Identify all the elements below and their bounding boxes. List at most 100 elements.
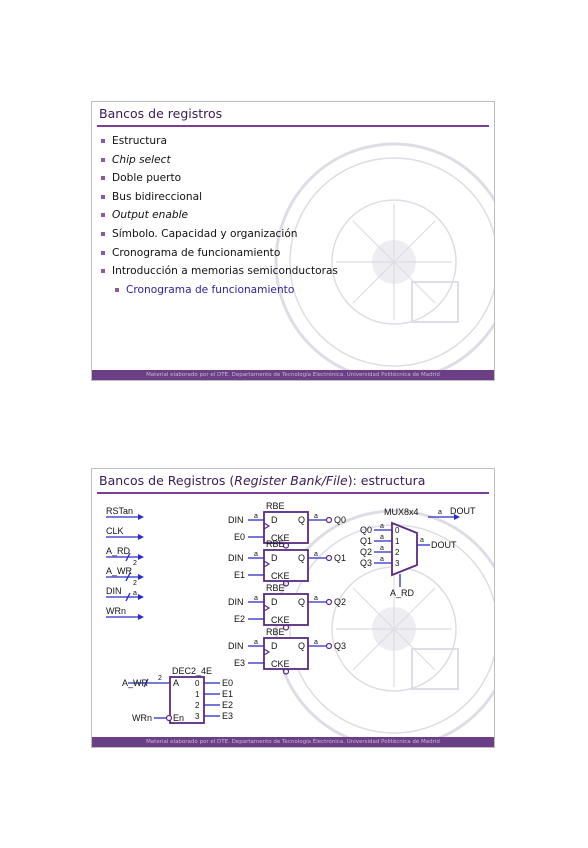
register-pin-cke: CKE [271, 571, 290, 581]
mux-input-label: Q2 [360, 547, 372, 557]
width-label: a [380, 534, 384, 541]
register-pin-q: Q [298, 553, 305, 563]
register-name-label: RBE [266, 501, 285, 511]
decoder-width-label: 2 [158, 675, 162, 682]
input-din-label: DIN [106, 586, 122, 596]
register-name-label: RBE [266, 627, 285, 637]
bus-width-label: a [133, 590, 137, 597]
dout-port-label: DOUT [450, 506, 476, 516]
title-text: ): estructura [347, 473, 426, 488]
mux-input-label: Q0 [360, 525, 372, 535]
mux-select-label: A_RD [390, 588, 415, 598]
register-pin-d: D [271, 597, 278, 607]
width-label: a [254, 513, 258, 520]
width-label: a [380, 523, 384, 530]
register-enable-label: E3 [234, 658, 245, 668]
register-name-label: RBE [266, 539, 285, 549]
register-output-label: Q0 [334, 515, 346, 525]
mux-name-label: MUX8x4 [384, 507, 419, 517]
bullet-item: Estructura [100, 132, 338, 151]
slide-bancos-de-registros: Bancos de registros Estructura Chip sele… [91, 101, 495, 381]
register-pin-cke: CKE [271, 533, 290, 543]
bullet-item: Símbolo. Capacidad y organización [100, 225, 338, 244]
register-pin-d: D [271, 553, 278, 563]
mux-pin-label: 1 [395, 537, 400, 546]
width-label: a [314, 513, 318, 520]
sub-bullet-item: Cronograma de funcionamiento [114, 281, 338, 300]
title-underline [97, 125, 489, 127]
register-output-label: Q2 [334, 597, 346, 607]
title-text: Bancos de Registros ( [99, 473, 235, 488]
decoder-name-label: DEC2_4E [172, 666, 212, 676]
bullet-list: Estructura Chip select Doble puerto Bus … [100, 132, 338, 299]
register-bank-schematic: RSTan CLK A_RD A_WR DIN WRn 2 2 a RBE DI… [106, 501, 476, 724]
register-pin-q: Q [298, 597, 305, 607]
register-pin-d: D [271, 515, 278, 525]
register-pin-q: Q [298, 641, 305, 651]
decoder-output-label: E3 [222, 711, 233, 721]
decoder-pin-label: 2 [195, 701, 200, 710]
register-output-label: Q1 [334, 553, 346, 563]
width-label: a [314, 551, 318, 558]
mux-pin-label: 3 [395, 559, 400, 568]
mux-pin-label: 2 [395, 548, 400, 557]
bullet-item: Doble puerto [100, 169, 338, 188]
input-clk-label: CLK [106, 526, 124, 536]
slide-register-bank-structure: Bancos de Registros (Register Bank/File)… [91, 468, 495, 748]
register-pin-cke: CKE [271, 659, 290, 669]
mux-input-label: Q1 [360, 536, 372, 546]
bullet-item: Introducción a memorias semiconductoras [100, 262, 338, 281]
decoder-en-input-label: WRn [132, 713, 152, 723]
decoder-pin-label: 3 [195, 712, 200, 721]
slide-title: Bancos de registros [99, 106, 223, 121]
decoder-output-label: E0 [222, 678, 233, 688]
title-italic-text: Register Bank/File [234, 473, 348, 488]
register-pin-cke: CKE [271, 615, 290, 625]
register-name-label: RBE [266, 583, 285, 593]
bullet-item: Bus bidireccional [100, 188, 338, 207]
width-label: a [254, 639, 258, 646]
decoder-output-label: E2 [222, 700, 233, 710]
bullet-item: Cronograma de funcionamiento [100, 244, 338, 263]
input-a-rd-label: A_RD [106, 546, 131, 556]
input-wrn-label: WRn [106, 606, 126, 616]
mux-pin-label: 0 [395, 526, 400, 535]
slide-footer: Material elaborado por el DTE. Departame… [92, 737, 494, 747]
decoder-pin-label: 0 [195, 679, 200, 688]
register-pin-q: Q [298, 515, 305, 525]
input-rstan-label: RSTan [106, 506, 133, 516]
register-enable-label: E1 [234, 570, 245, 580]
bullet-item: Chip select [100, 151, 338, 170]
bus-width-label: 2 [133, 580, 137, 587]
width-label: a [254, 595, 258, 602]
register-din-label: DIN [228, 515, 244, 525]
slide-footer: Material elaborado por el DTE. Departame… [92, 370, 494, 380]
width-label: a [420, 537, 424, 544]
decoder-output-label: E1 [222, 689, 233, 699]
decoder-pin-label: 1 [195, 690, 200, 699]
slide-title: Bancos de Registros (Register Bank/File)… [99, 473, 425, 488]
width-label: a [314, 639, 318, 646]
register-din-label: DIN [228, 597, 244, 607]
register-enable-label: E0 [234, 532, 245, 542]
width-label: a [254, 551, 258, 558]
university-seal-watermark [274, 142, 494, 380]
width-label: a [314, 595, 318, 602]
register-din-label: DIN [228, 553, 244, 563]
mux-input-label: Q3 [360, 558, 372, 568]
bus-width-label: 2 [133, 560, 137, 567]
width-label: a [438, 509, 442, 516]
title-underline [97, 492, 489, 494]
width-label: a [380, 545, 384, 552]
width-label: a [380, 556, 384, 563]
bullet-item: Output enable [100, 206, 338, 225]
input-a-wr-label: A_WR [106, 566, 133, 576]
register-output-label: Q3 [334, 641, 346, 651]
mux-output-label: DOUT [431, 540, 457, 550]
register-enable-label: E2 [234, 614, 245, 624]
register-din-label: DIN [228, 641, 244, 651]
decoder-en-pin: En [173, 713, 184, 723]
decoder-pin-a: A [173, 678, 179, 688]
register-pin-d: D [271, 641, 278, 651]
decoder-address-label: A_WR [122, 678, 149, 688]
